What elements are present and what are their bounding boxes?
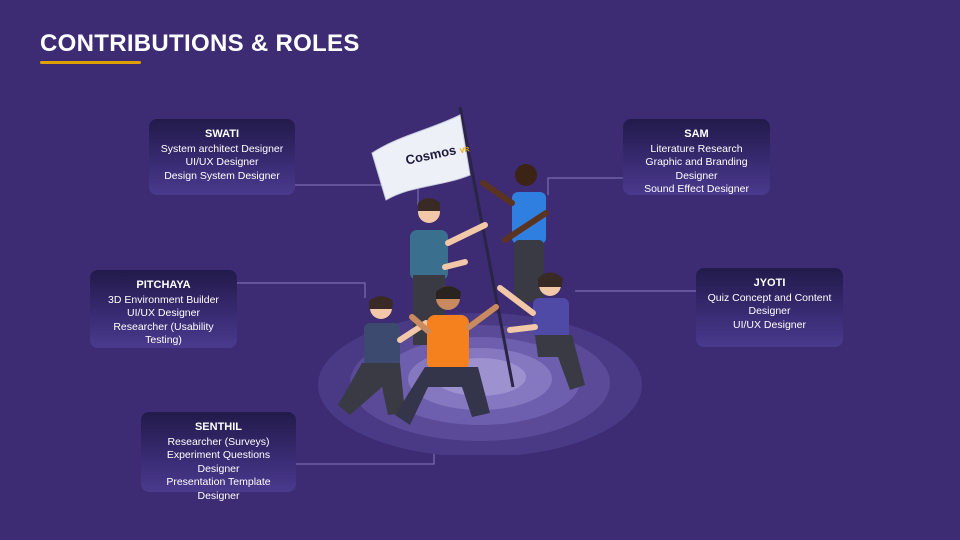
- member-role: Literature Research: [650, 142, 743, 155]
- member-name: JYOTI: [753, 277, 786, 289]
- member-role: Designer: [748, 305, 791, 317]
- member-role: Researcher (Surveys): [167, 435, 270, 448]
- member-role: Design System Designer: [164, 169, 280, 182]
- member-role: Sound Effect Designer: [644, 183, 749, 195]
- member-role: System architect Designer: [160, 142, 284, 155]
- member-role: UI/UX Designer: [733, 318, 806, 331]
- member-card-senthil: SENTHIL Researcher (Surveys) Experiment …: [141, 412, 296, 502]
- member-name: SWATI: [204, 128, 239, 140]
- member-card-pitchaya: PITCHAYA 3D Environment Builder UI/UX De…: [90, 270, 237, 348]
- member-role: Graphic and Branding Designer: [645, 156, 748, 182]
- flag-logo-sub: VR: [459, 146, 471, 156]
- member-role: 3D Environment Builder: [108, 293, 219, 306]
- team-flag-illustration: [318, 106, 642, 455]
- member-card-sam: SAM Literature Research Graphic and Bran…: [623, 119, 770, 195]
- member-role: Researcher (Usability Testing): [113, 320, 214, 347]
- member-role: Presentation Template Designer: [166, 476, 271, 502]
- slide-title: CONTRIBUTIONS & ROLES: [40, 30, 360, 57]
- member-role: Quiz Concept and Content: [707, 291, 832, 304]
- member-card-jyoti: JYOTI Quiz Concept and Content Designer …: [696, 268, 843, 347]
- member-name: SAM: [684, 128, 709, 140]
- member-name: PITCHAYA: [136, 279, 191, 291]
- member-role: UI/UX Designer: [185, 156, 259, 168]
- member-role: Experiment Questions Designer: [166, 449, 271, 475]
- member-role: UI/UX Designer: [127, 307, 200, 319]
- member-card-swati: SWATI System architect Designer UI/UX De…: [149, 119, 295, 195]
- member-name: SENTHIL: [194, 421, 243, 433]
- title-underline: [40, 61, 141, 64]
